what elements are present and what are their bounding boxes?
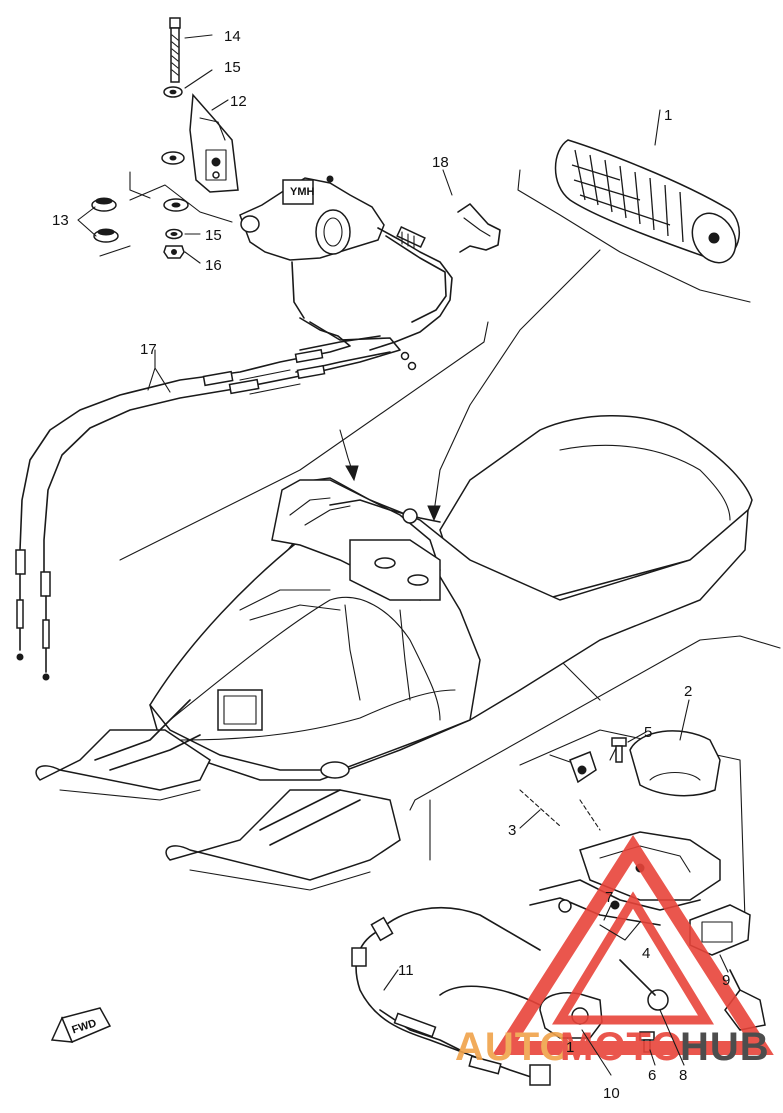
watermark-hub: HUB (680, 1025, 770, 1069)
cables-17 (15, 317, 417, 681)
snowmobile (35, 415, 753, 891)
callout-14: 14 (224, 28, 241, 45)
lower-panel-border (409, 635, 781, 811)
nut-16 (163, 245, 185, 259)
grip-panel-border (517, 169, 751, 303)
switch-3 (519, 751, 601, 831)
callout-15-lower: 15 (205, 227, 222, 244)
washer-15-top (163, 86, 183, 98)
leader-grip-1 (654, 109, 661, 146)
washer-stack (161, 151, 189, 212)
callout-10: 10 (603, 1085, 620, 1102)
bracket-12 (189, 93, 239, 193)
callout-leaders (77, 34, 729, 1076)
callout-7: 7 (605, 889, 613, 906)
clip-18 (457, 203, 501, 253)
callout-1-switch: 1 (566, 1039, 574, 1056)
automotohub-watermark: AUTO MOTO HUB (455, 835, 774, 1069)
callout-6: 6 (648, 1067, 656, 1084)
callout-15-top: 15 (224, 59, 241, 76)
fwd-badge: FWD (50, 1007, 112, 1043)
callout-17: 17 (140, 341, 157, 358)
callout-13: 13 (52, 212, 69, 229)
callout-8: 8 (679, 1067, 687, 1084)
callout-9: 9 (722, 972, 730, 989)
watermark-auto: AUTO (455, 1025, 572, 1069)
throttle-housing: YMH (239, 175, 385, 319)
callout-labels: 14 15 12 13 15 16 17 18 1 2 5 3 7 4 9 11… (52, 28, 730, 1102)
cover-2 (629, 730, 721, 797)
lever-8 (619, 959, 669, 1011)
cable-11 (351, 907, 551, 1086)
callout-11: 11 (398, 962, 414, 979)
grommets-13 (91, 171, 151, 257)
grip-1 (554, 139, 740, 264)
screw-5 (611, 737, 627, 763)
callout-12: 12 (230, 93, 247, 110)
bolt-14 (169, 17, 181, 83)
upper-panel-border (119, 321, 489, 561)
callout-18: 18 (432, 154, 449, 171)
callout-5: 5 (644, 724, 652, 741)
callout-2: 2 (684, 683, 692, 700)
callout-3: 3 (508, 822, 516, 839)
arrow-grip (433, 249, 601, 513)
watermark-moto: MOTO (560, 1025, 683, 1069)
arrow-housing (339, 429, 353, 471)
throttle-cable (369, 225, 453, 351)
callout-16: 16 (205, 257, 222, 274)
callout-4: 4 (642, 945, 650, 962)
callout-1-grip: 1 (664, 107, 672, 124)
svg-text:YMH: YMH (290, 186, 315, 198)
washer-15-lower (165, 228, 183, 240)
